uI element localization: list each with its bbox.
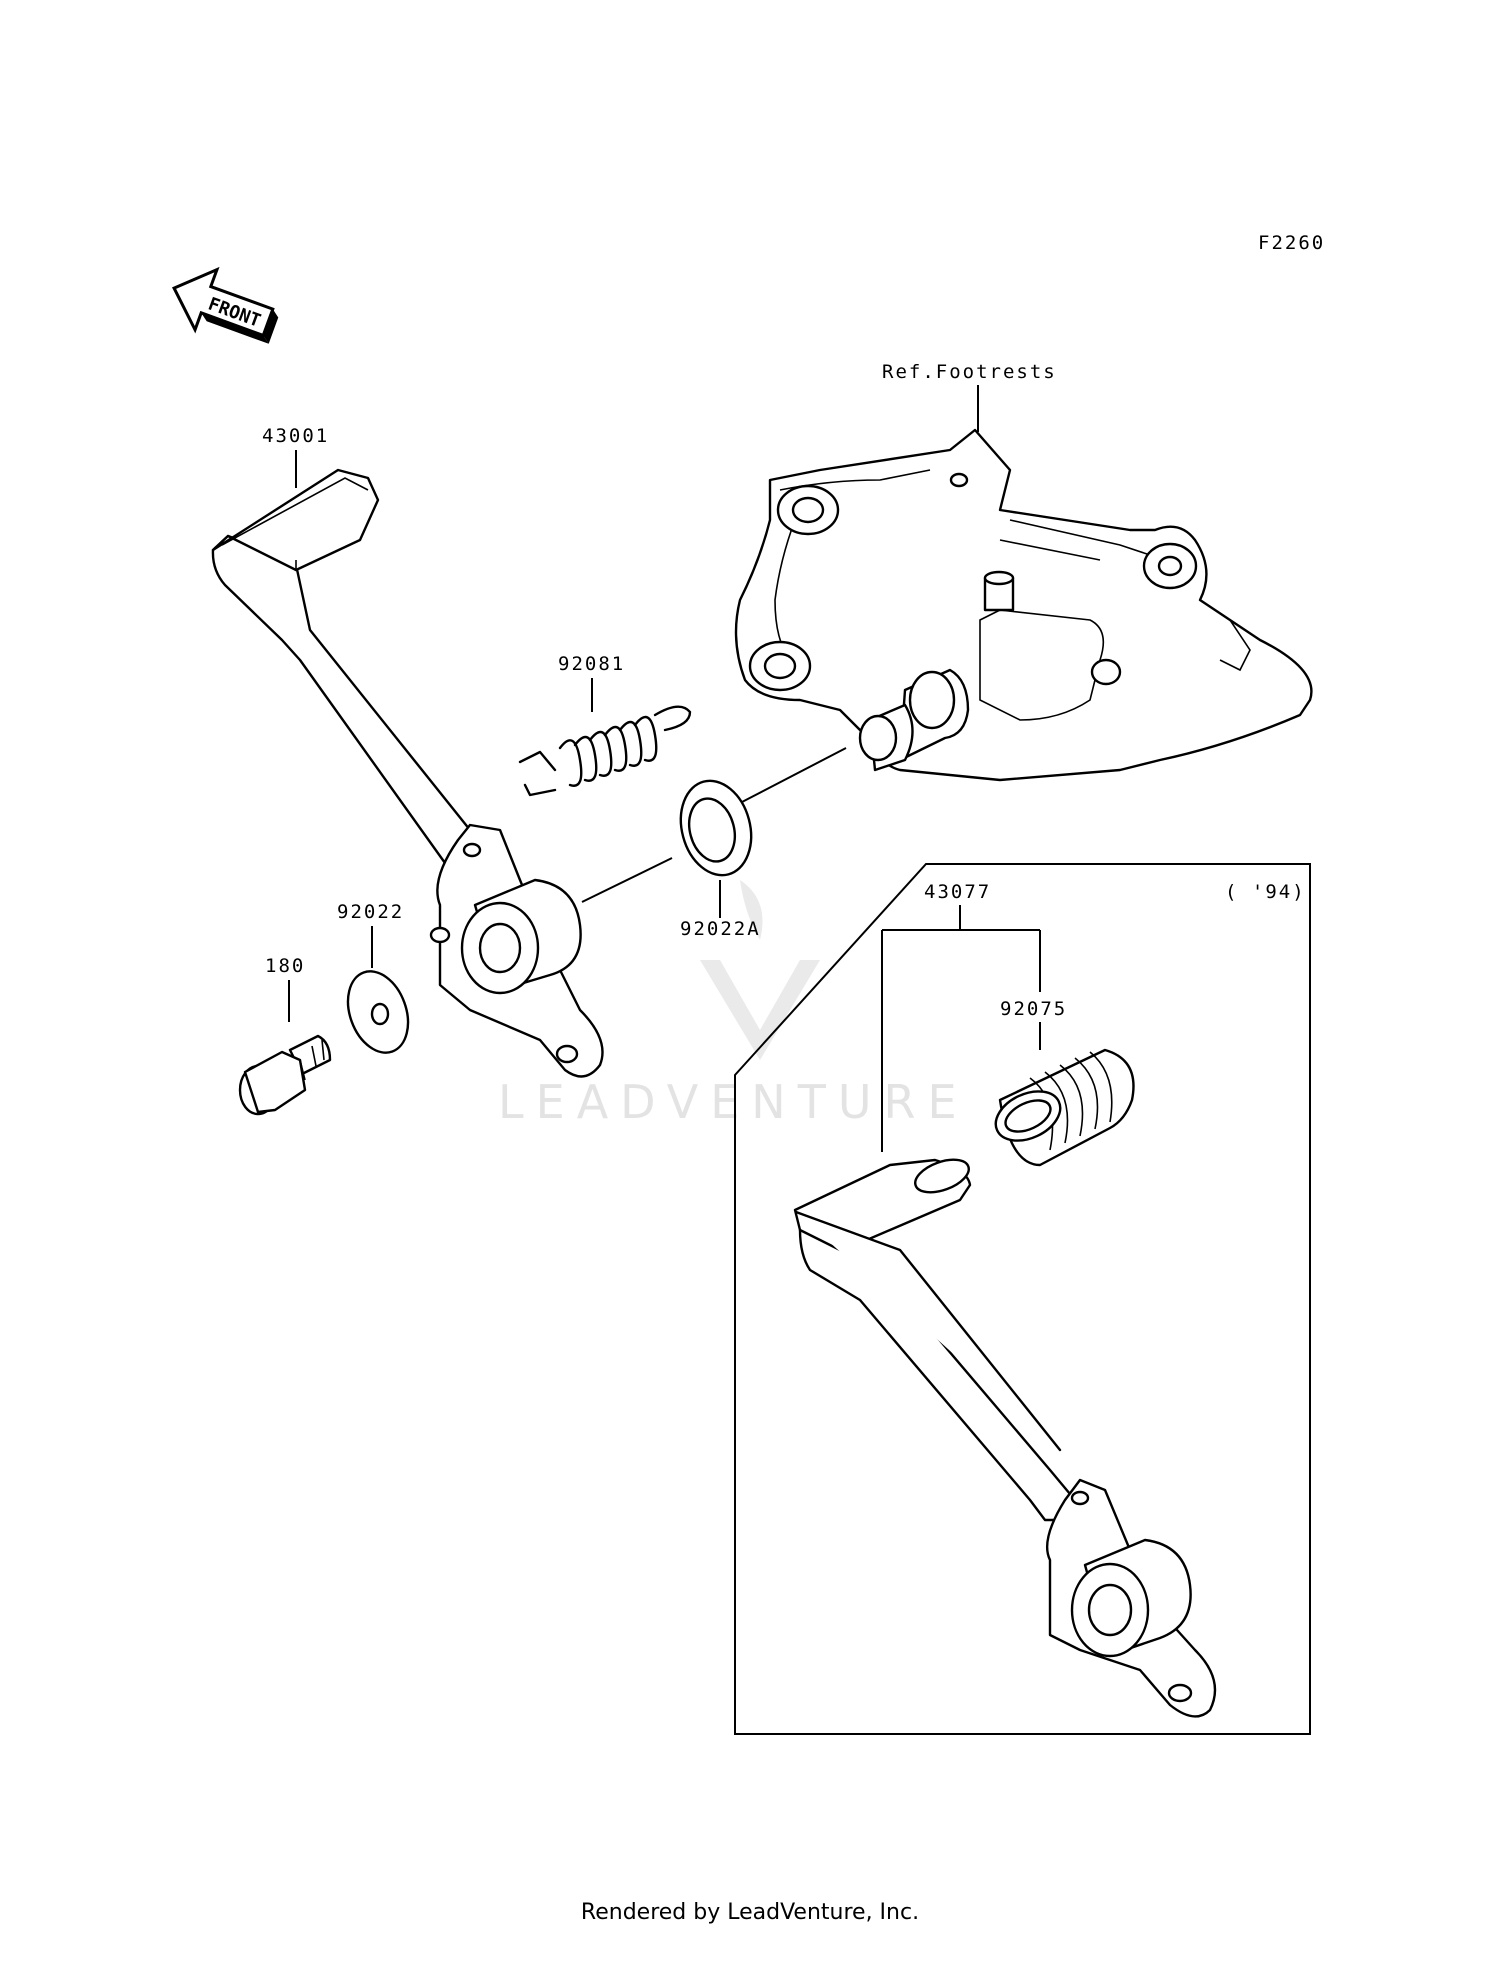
spring-92081 — [518, 705, 692, 797]
axis-line-1 — [581, 857, 673, 903]
inset-border — [734, 863, 1311, 1735]
inset-year-label: ( '94) — [1225, 881, 1306, 903]
brake-pedal-43001 — [211, 468, 604, 1078]
inset-94: ( '94) 43077 92075 — [734, 863, 1311, 1735]
label-92022a: 92022A — [680, 918, 761, 940]
watermark-text: LEADVENTURE — [498, 1075, 969, 1129]
label-92081: 92081 — [558, 653, 625, 675]
label-43077: 43077 — [924, 881, 991, 903]
footrest-bracket — [734, 428, 1313, 782]
label-92022: 92022 — [337, 901, 404, 923]
bolt-180 — [238, 1034, 332, 1116]
label-92075: 92075 — [1000, 998, 1067, 1020]
washer-92022 — [346, 970, 410, 1054]
front-arrow-icon: FRONT — [171, 266, 279, 344]
brake-pedal-43077 — [793, 1158, 1217, 1718]
label-180: 180 — [265, 955, 305, 977]
watermark-logo — [700, 880, 820, 1060]
footer-credit: Rendered by LeadVenture, Inc. — [580, 1900, 920, 1925]
diagram-code: F2260 — [1258, 232, 1325, 254]
label-43001: 43001 — [262, 425, 329, 447]
washer-92022a — [679, 779, 753, 877]
pedal-rubber-92075 — [994, 1048, 1135, 1167]
label-footrests: Ref.Footrests — [882, 361, 1057, 383]
axis-line-2 — [741, 747, 847, 803]
